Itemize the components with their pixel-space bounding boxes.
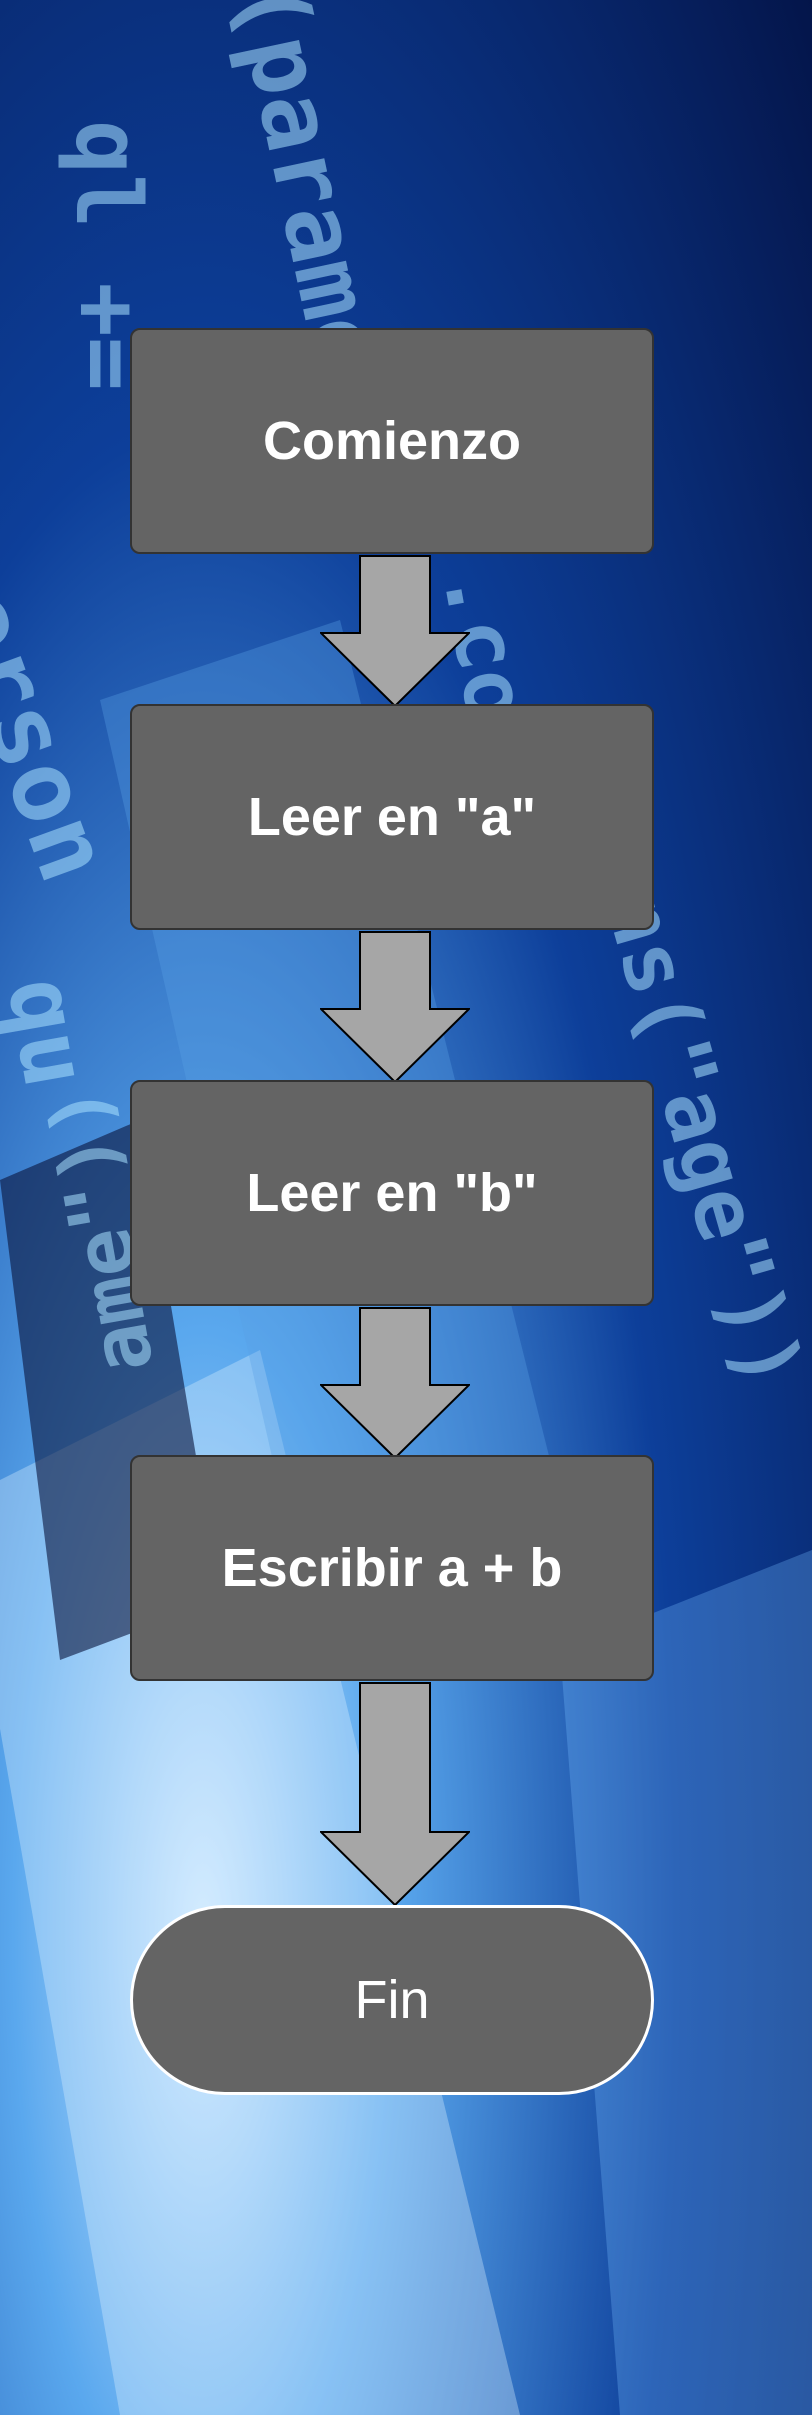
flow-node-read-b: Leer en "b" <box>130 1080 654 1306</box>
flow-node-end: Fin <box>130 1905 654 2095</box>
flow-arrow <box>320 1682 470 1906</box>
flow-arrow <box>320 931 470 1083</box>
flow-node-start: Comienzo <box>130 328 654 554</box>
flow-node-read-a: Leer en "a" <box>130 704 654 930</box>
flow-arrow <box>320 1307 470 1459</box>
flow-arrow <box>320 555 470 707</box>
flow-node-write-sum: Escribir a + b <box>130 1455 654 1681</box>
code-fragment: qu <box>0 970 109 1095</box>
